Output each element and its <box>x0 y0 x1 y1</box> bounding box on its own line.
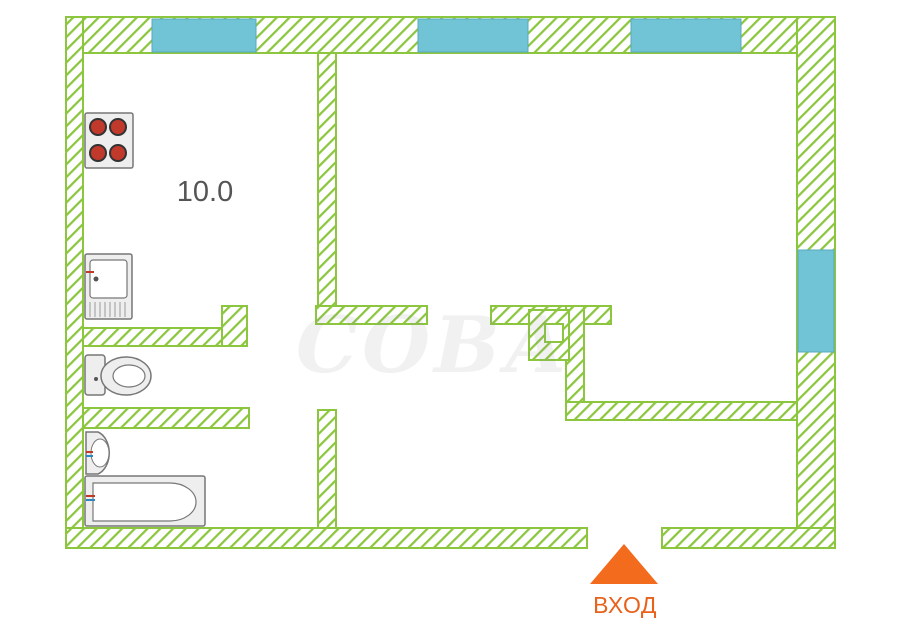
kitchen-sink-icon <box>84 253 133 320</box>
washbasin-icon <box>85 431 110 475</box>
watermark-logo: СОВА <box>296 300 572 391</box>
toilet-icon <box>84 354 152 396</box>
wall-kitchen-bottom-right <box>315 305 428 325</box>
ventilation-shaft <box>544 323 564 343</box>
bathtub-icon <box>84 475 206 527</box>
wall-wc-bottom <box>82 407 250 429</box>
entrance-arrow-icon <box>590 544 658 584</box>
wall-room-bottom <box>565 401 798 421</box>
stove-icon <box>84 112 134 169</box>
interior-walls <box>82 52 798 529</box>
window-room-left <box>417 18 529 53</box>
wall-left <box>65 16 84 549</box>
kitchen-area-label: 10.0 <box>176 176 234 208</box>
window-kitchen <box>151 18 257 53</box>
wall-bottom-right <box>661 527 836 549</box>
outer-walls <box>65 16 836 549</box>
entrance-label: ВХОД <box>593 592 657 618</box>
wall-corridor-stub <box>317 409 337 529</box>
window-room-side <box>797 249 835 353</box>
wall-kitchen-room <box>317 52 337 307</box>
wall-bottom-left <box>65 527 588 549</box>
windows <box>151 18 835 353</box>
window-room-right <box>630 18 742 53</box>
wall-kitchen-bottom-stub <box>221 305 248 347</box>
